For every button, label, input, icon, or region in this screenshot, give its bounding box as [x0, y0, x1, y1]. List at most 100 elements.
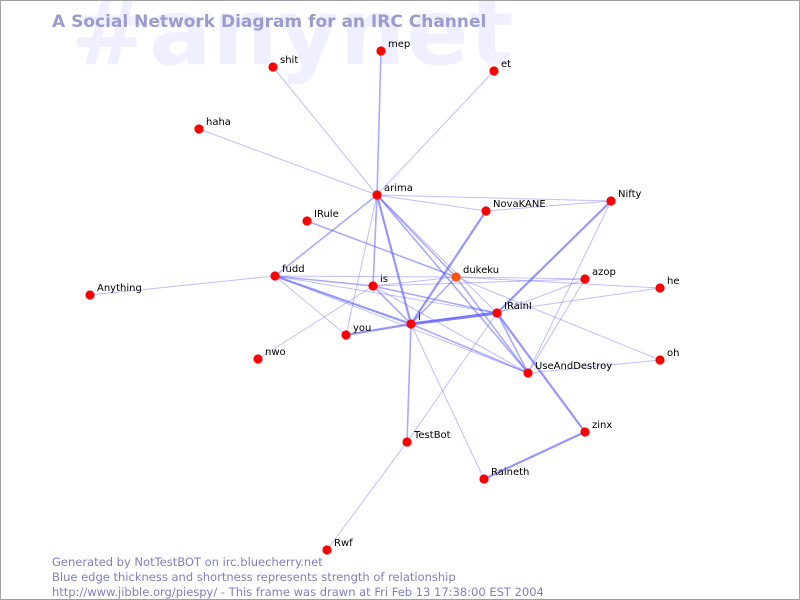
node-nwo: nwo: [253, 347, 286, 364]
node-dot-fudd: [270, 271, 280, 281]
edge-is-UseAndDestroy: [372, 285, 529, 374]
edge-zinx-Raineth: [483, 431, 586, 480]
node-dot-Raineth: [479, 474, 489, 484]
node-dot-IRainI: [492, 308, 502, 318]
footer-url-timestamp: http://www.jibble.org/piespy/ - This fra…: [52, 585, 544, 599]
node-label-TestBot: TestBot: [413, 430, 451, 441]
node-TestBot: TestBot: [402, 430, 451, 447]
footer: Generated by NotTestBOT on irc.bluecherr…: [52, 555, 544, 599]
node-label-haha: haha: [206, 117, 231, 128]
node-label-et: et: [501, 59, 511, 70]
edge-TestBot-Rwf: [326, 441, 408, 551]
node-label-he: he: [667, 276, 680, 287]
node-IRule: IRule: [302, 209, 339, 226]
node-Anything: Anything: [85, 283, 142, 300]
node-label-mep: mep: [388, 39, 410, 50]
edge-i-UseAndDestroy: [410, 323, 529, 374]
edge-arima-fudd: [274, 194, 378, 277]
edge-arima-mep: [376, 50, 382, 196]
node-dot-you: [341, 330, 351, 340]
node-is: is: [368, 274, 388, 291]
edge-IRainI-azop: [496, 278, 586, 314]
node-shit: shit: [268, 55, 298, 72]
edge-fudd-i: [274, 274, 412, 326]
node-label-UseAndDestroy: UseAndDestroy: [535, 361, 612, 372]
edge-fudd-IRainI: [274, 275, 498, 314]
node-label-IRainI: IRainI: [504, 301, 532, 312]
edge-dukeku-UseAndDestroy: [455, 276, 529, 374]
edge-nwo-is: [257, 285, 374, 360]
edge-arima-IRainI: [376, 194, 498, 314]
edge-arima-you: [345, 194, 378, 336]
node-dot-oh: [655, 355, 665, 365]
node-label-shit: shit: [280, 55, 298, 66]
node-dot-zinx: [580, 427, 590, 437]
node-haha: haha: [194, 117, 231, 134]
edge-IRainI-i: [410, 311, 498, 326]
node-dot-IRule: [302, 216, 312, 226]
node-label-zinx: zinx: [592, 420, 612, 431]
node-dot-he: [655, 283, 665, 293]
node-he: he: [655, 276, 680, 293]
footer-legend-note: Blue edge thickness and shortness repres…: [52, 570, 456, 584]
node-dot-arima: [372, 190, 382, 200]
node-dukeku: dukeku: [451, 265, 499, 282]
edge-azop-UseAndDestroy: [527, 278, 586, 374]
node-i: i: [406, 312, 421, 329]
node-fudd: fudd: [270, 264, 305, 281]
edge-arima-dukeku: [376, 194, 457, 278]
node-dot-nwo: [253, 354, 263, 364]
edge-i-he: [410, 287, 661, 325]
node-dot-haha: [194, 124, 204, 134]
edge-NovaKANE-i: [410, 210, 487, 325]
node-label-IRule: IRule: [314, 209, 339, 220]
edge-arima-NovaKANE: [376, 194, 487, 212]
node-label-i: i: [418, 312, 421, 323]
edge-is-i: [372, 285, 412, 325]
node-zinx: zinx: [580, 420, 612, 437]
node-label-Rwf: Rwf: [334, 538, 353, 549]
edge-Anything-fudd: [89, 275, 276, 296]
edge-i-Raineth: [410, 323, 485, 480]
edge-layer: [89, 50, 661, 551]
edge-dukeku-azop: [455, 276, 586, 280]
edge-arima-is: [372, 194, 378, 287]
node-NovaKANE: NovaKANE: [481, 199, 546, 216]
channel-watermark: #anynet: [71, 0, 515, 86]
node-dot-shit: [268, 62, 278, 72]
node-label-oh: oh: [667, 348, 679, 359]
edge-i-TestBot: [406, 323, 412, 443]
node-label-is: is: [380, 274, 388, 285]
node-label-Raineth: Raineth: [491, 467, 529, 478]
node-label-azop: azop: [592, 267, 616, 278]
node-label-Nifty: Nifty: [618, 189, 642, 200]
node-dot-TestBot: [402, 437, 412, 447]
node-azop: azop: [580, 267, 616, 284]
edge-IRainI-zinx: [496, 312, 586, 433]
node-dot-et: [489, 66, 499, 76]
node-label-dukeku: dukeku: [463, 265, 499, 276]
node-layer: shitmepethahaarimaNovaKANENiftyIRulefudd…: [85, 39, 680, 555]
edge-dukeku-i: [410, 276, 457, 325]
edge-arima-i: [375, 194, 413, 325]
node-dot-is: [368, 281, 378, 291]
node-dot-i: [406, 319, 416, 329]
edge-UseAndDestroy-oh: [527, 359, 661, 374]
edge-Nifty-UseAndDestroy: [527, 200, 612, 374]
node-dot-NovaKANE: [481, 206, 491, 216]
node-oh: oh: [655, 348, 679, 365]
edge-fudd-is: [274, 275, 374, 287]
edge-Nifty-IRainI: [496, 200, 612, 314]
node-dot-azop: [580, 274, 590, 284]
node-et: et: [489, 59, 511, 76]
edge-arima-UseAndDestroy: [376, 194, 529, 374]
node-dot-dukeku: [451, 272, 461, 282]
diagram-title: A Social Network Diagram for an IRC Chan…: [52, 12, 487, 32]
footer-generated-by: Generated by NotTestBOT on irc.bluecherr…: [52, 555, 323, 569]
edge-dukeku-he: [455, 276, 661, 289]
edge-arima-Nifty: [376, 194, 612, 202]
node-IRainI: IRainI: [492, 301, 532, 318]
node-dot-mep: [376, 46, 386, 56]
node-UseAndDestroy: UseAndDestroy: [523, 361, 612, 378]
node-you: you: [341, 323, 371, 340]
